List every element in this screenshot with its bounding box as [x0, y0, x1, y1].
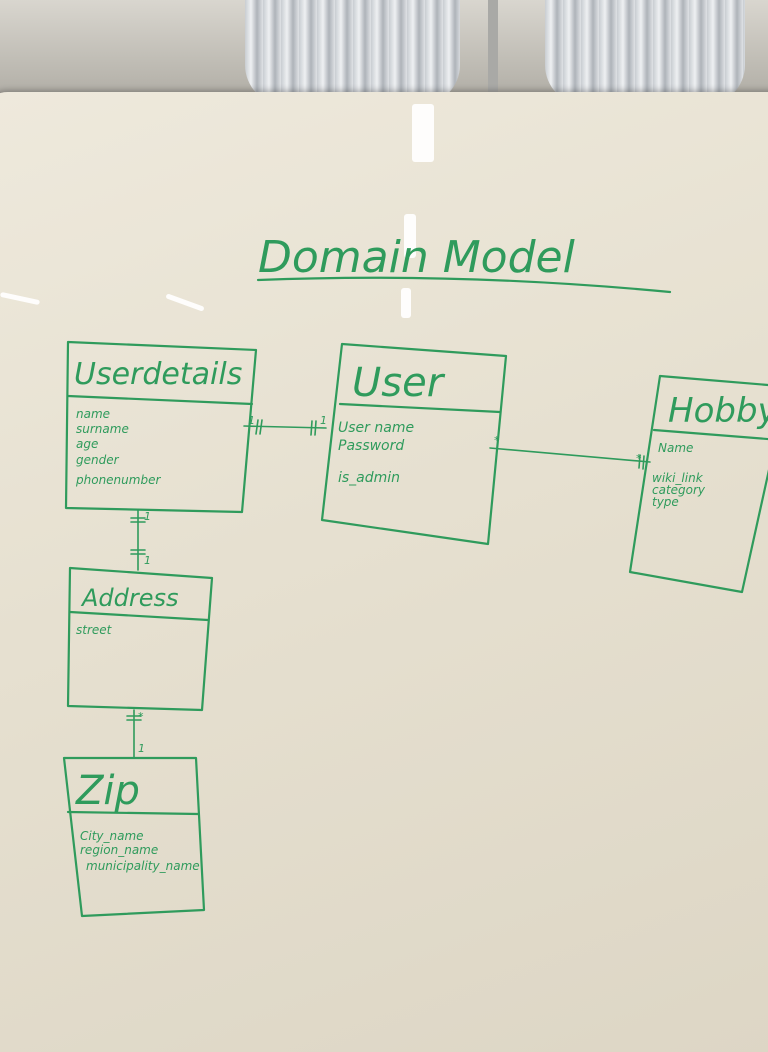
- entity-userdetails: Userdetails name surname age gender phon…: [64, 340, 258, 514]
- entity-title: Address: [80, 584, 179, 612]
- entity-title: Zip: [75, 768, 140, 814]
- air-duct: [245, 0, 460, 105]
- relation-user-hobby: * *: [489, 434, 651, 470]
- entity-attribute: region_name: [80, 843, 158, 857]
- entity-attribute: gender: [76, 453, 120, 467]
- light-reflection: [404, 214, 416, 258]
- entity-attribute: age: [76, 437, 98, 451]
- light-reflection: [401, 288, 411, 318]
- title-underline: [256, 276, 672, 294]
- relation-userdetails-user: 1 1: [243, 414, 327, 436]
- multiplicity-label: *: [138, 710, 144, 723]
- multiplicity-label: 1: [144, 510, 151, 523]
- air-duct: [545, 0, 745, 105]
- entity-attribute: phonenumber: [75, 473, 161, 487]
- multiplicity-label: *: [636, 452, 642, 465]
- entity-attribute: is_admin: [338, 470, 400, 486]
- entity-attribute: type: [652, 495, 679, 509]
- entity-address: Address street: [66, 566, 214, 712]
- entity-user: User User name Password is_admin: [320, 342, 508, 546]
- ceiling-pipe: [488, 0, 498, 110]
- diagram-title: Domain Model: [258, 232, 576, 283]
- entity-attribute: Name: [658, 441, 693, 455]
- multiplicity-label: 1: [138, 742, 145, 755]
- entity-hobby: Hobby Name wiki_link category type: [628, 374, 768, 594]
- entity-attribute: surname: [76, 422, 129, 436]
- entity-title: Hobby: [668, 391, 768, 431]
- entity-attribute: Password: [338, 438, 404, 454]
- entity-attribute: name: [76, 407, 110, 421]
- light-reflection: [412, 104, 434, 162]
- entity-title: User: [352, 360, 446, 406]
- multiplicity-label: 1: [320, 414, 327, 427]
- entity-attribute: User name: [338, 420, 414, 436]
- entity-attribute: City_name: [80, 829, 144, 843]
- entity-attribute: wiki_link: [652, 471, 704, 485]
- domain-model-diagram: Domain Model Userdetails name surname ag…: [62, 232, 768, 918]
- entity-title: Userdetails: [74, 357, 242, 392]
- entity-attribute: municipality_name: [86, 859, 200, 873]
- entity-attribute: street: [76, 623, 113, 637]
- multiplicity-label: *: [494, 434, 500, 447]
- relation-address-zip: * 1: [126, 709, 145, 759]
- entity-attribute: category: [652, 483, 706, 497]
- multiplicity-label: 1: [144, 554, 151, 567]
- entity-zip: Zip City_name region_name municipality_n…: [62, 756, 206, 918]
- relation-userdetails-address: 1 1: [130, 509, 151, 571]
- multiplicity-label: 1: [248, 414, 255, 427]
